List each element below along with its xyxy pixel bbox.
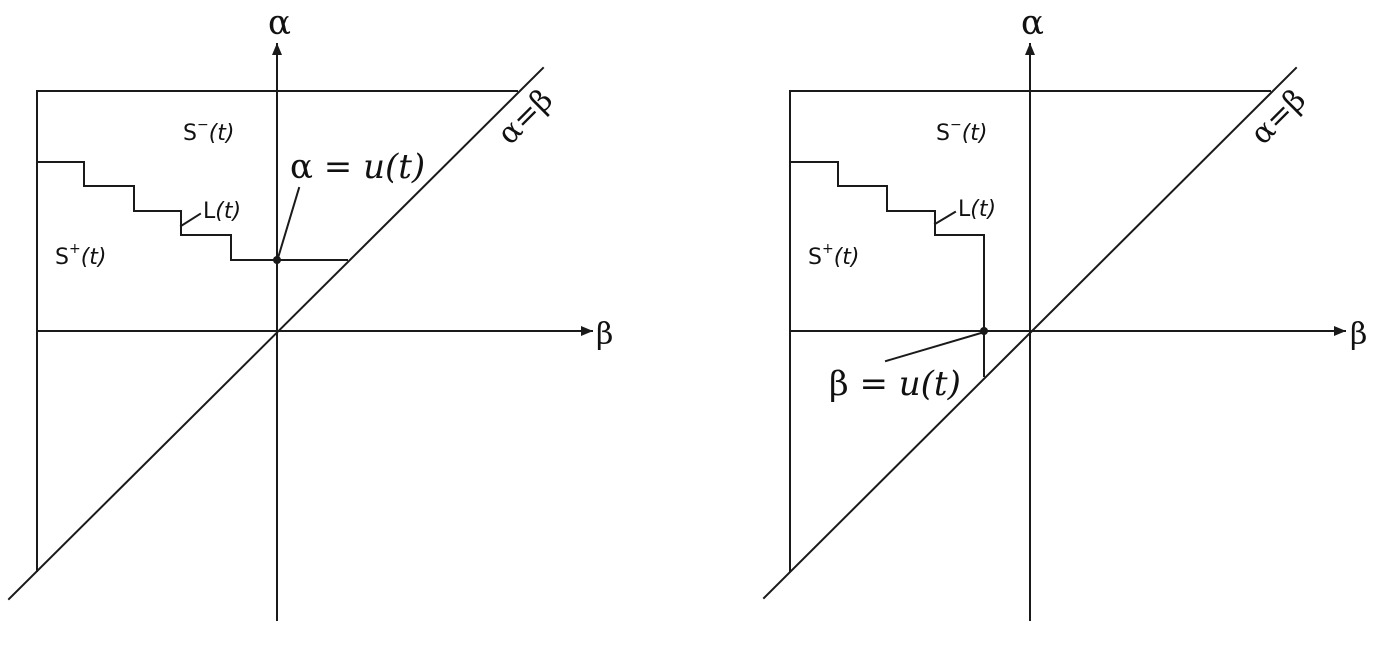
region-lower-label: S+(t): [808, 241, 860, 270]
curve-label-arg: (t): [215, 199, 241, 224]
region-lower-label: S+(t): [55, 241, 107, 270]
curve-label: L(t): [203, 199, 241, 224]
diagonal-label: α=β: [1244, 83, 1313, 152]
region-upper-label: S−(t): [183, 117, 235, 146]
staircase-curve: [789, 161, 985, 377]
marker-label: β = u(t): [829, 364, 961, 404]
beta-axis-label: β: [596, 317, 613, 352]
alpha-axis-label: α: [1021, 3, 1044, 43]
region-upper-sup: −: [197, 117, 209, 133]
region-upper-sup: −: [950, 117, 962, 133]
marker-leader-line: [276, 186, 301, 260]
marker-label: α = u(t): [290, 147, 425, 187]
region-lower-arg: (t): [834, 245, 860, 270]
marker-point: [273, 256, 281, 264]
curve-label-arg: (t): [970, 197, 996, 222]
curve-leader-line: [933, 210, 957, 226]
staircase-curve: [36, 161, 348, 261]
panel-left: α β α=β S−(t) S+(t) L(t) α = u(t): [7, 3, 613, 621]
region-lower-sup: +: [822, 241, 834, 257]
curve-label: L(t): [958, 197, 996, 222]
marker-leader-line: [884, 331, 983, 363]
region-upper-arg: (t): [962, 121, 988, 146]
panel-right: α β α=β S−(t) S+(t) L(t) β = u(t): [762, 3, 1367, 621]
region-lower-arg: (t): [81, 245, 107, 270]
diagonal-label: α=β: [491, 83, 560, 152]
region-upper-label: S−(t): [936, 117, 988, 146]
beta-axis-label: β: [1350, 317, 1367, 352]
alpha-axis-label: α: [268, 3, 291, 43]
region-upper-arg: (t): [209, 121, 235, 146]
curve-leader-line: [179, 212, 202, 228]
region-lower-sup: +: [69, 241, 81, 257]
